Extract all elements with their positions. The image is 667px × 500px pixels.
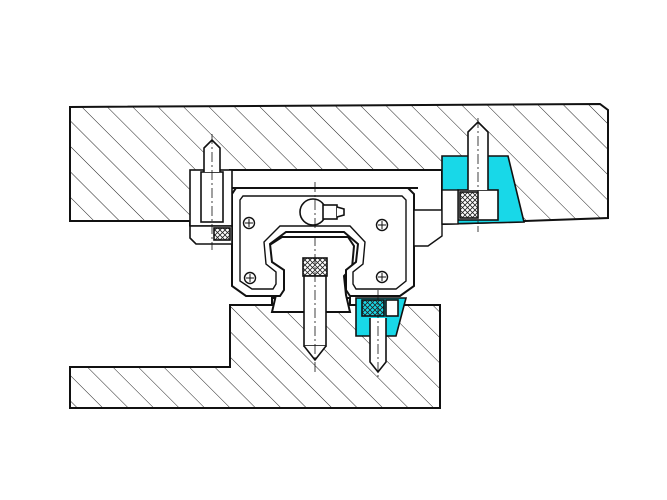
- grease-nipple: [299, 198, 345, 226]
- socket-head-screws: [242, 216, 389, 285]
- center-lines: [211, 118, 479, 380]
- carriage-inner-outline: [239, 195, 407, 290]
- linear-guide-carriage: [231, 187, 415, 297]
- end-seals: [413, 189, 459, 247]
- left-clamp-block: [189, 169, 233, 245]
- lower-base-plate: [69, 297, 441, 409]
- lower-wedge-clamp: [355, 297, 408, 337]
